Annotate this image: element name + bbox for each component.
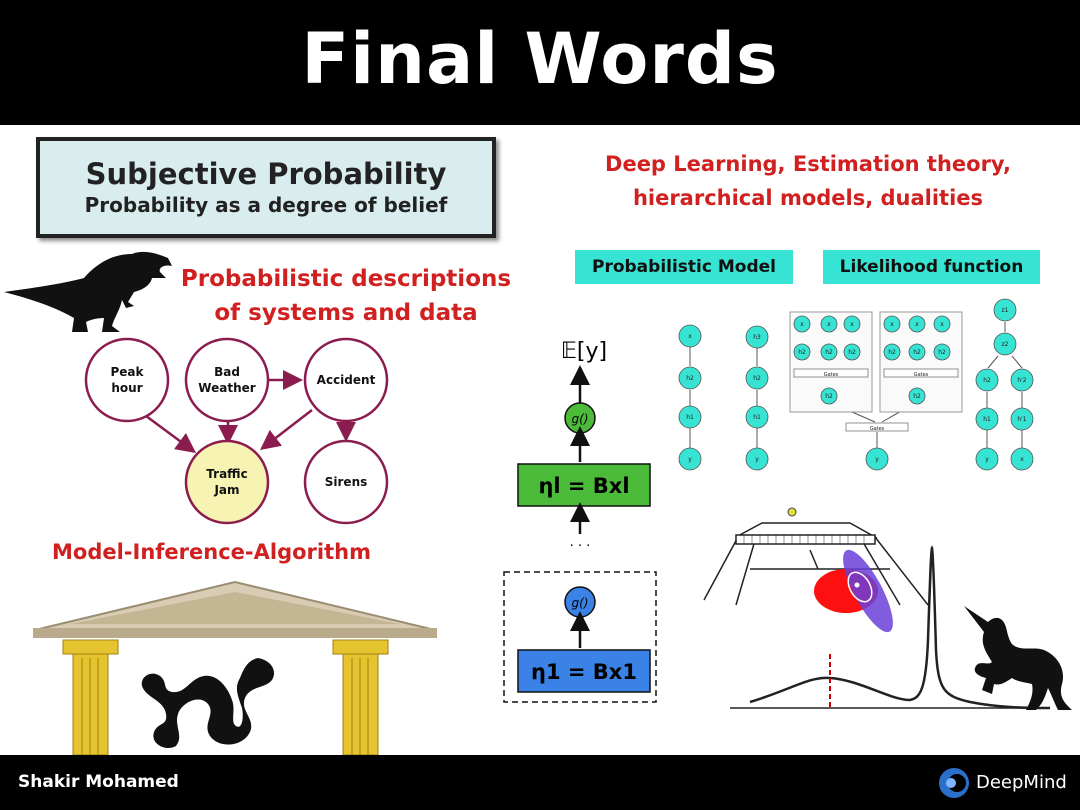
g2-h2d: h2: [913, 393, 921, 400]
g2-x3: x: [940, 321, 944, 328]
subjective-probability-title: Subjective Probability: [85, 157, 447, 191]
eta-1-label: η1 = Bx1: [531, 660, 637, 684]
bad-line1: Bad: [214, 365, 240, 379]
g1-x1: x: [800, 321, 804, 328]
c1-h1: h1: [686, 414, 694, 421]
unicorn-icon: [964, 606, 1072, 710]
g1-h2d: h2: [825, 393, 833, 400]
probabilistic-model-label: Probabilistic Model: [575, 250, 793, 284]
c1-y: y: [688, 456, 692, 463]
g1-h2a: h2: [798, 349, 806, 356]
graphical-models-diagram: Gates Gates Gates x h2 h1 y h3 h2 h1 y x…: [678, 298, 1034, 471]
subjective-probability-subtitle: Probability as a degree of belief: [84, 193, 448, 217]
c5-h2: h2: [983, 377, 991, 384]
posterior-ellipse: [847, 571, 873, 603]
neural-network-diagram: 𝔼[y] g() ηl = Bxl · · · g() η1 = Bx1: [503, 339, 657, 703]
deepmind-label: DeepMind: [976, 772, 1067, 793]
g-top-label: g(): [572, 412, 589, 426]
g2-x2: x: [915, 321, 919, 328]
c2-y: y: [755, 456, 759, 463]
gates-label-3: Gates: [870, 426, 885, 432]
g2-x1: x: [890, 321, 894, 328]
deep-line-2: hierarchical models, dualities: [632, 186, 984, 210]
accident-label: Accident: [317, 373, 376, 387]
node-accident: [303, 337, 389, 423]
g1-x2: x: [827, 321, 831, 328]
peak-line1: Peak: [110, 365, 144, 379]
c2-h2: h2: [753, 375, 761, 382]
eta-l-box: [517, 463, 651, 507]
bad-line2: Weather: [198, 381, 255, 395]
dragon-icon: [141, 658, 275, 749]
traffic-line2: Jam: [213, 483, 239, 497]
c2-h3: h3: [753, 334, 761, 341]
g1-h2c: h2: [848, 349, 856, 356]
node-peak-hour: [84, 337, 170, 423]
tennis-ball-icon: [787, 507, 797, 517]
title-bar: Final Words: [0, 0, 1080, 125]
g2-h2a: h2: [888, 349, 896, 356]
c5-y: y: [985, 456, 989, 463]
c2-h1: h1: [753, 414, 761, 421]
c1-h2: h2: [686, 375, 694, 382]
bayes-network-diagram: Peak hour Bad Weather Accident Traffic J…: [84, 337, 389, 525]
peak-line2: hour: [111, 381, 142, 395]
g2-h2b: h2: [913, 349, 921, 356]
tennis-net: [735, 534, 876, 545]
g1-x3: x: [850, 321, 854, 328]
traffic-line1: Traffic: [206, 467, 247, 481]
c5-h2p: h'2: [1017, 377, 1026, 384]
prob-desc-line-2: of systems and data: [214, 300, 478, 326]
density-curve-plot: [730, 545, 1051, 710]
deep-learning-text: Deep Learning, Estimation theory, hierar…: [578, 147, 1038, 215]
c5-x: x: [1020, 456, 1024, 463]
g1-h2b: h2: [825, 349, 833, 356]
footer-bar: Shakir Mohamed DeepMind: [0, 755, 1080, 810]
model-inference-algorithm-text: Model-Inference-Algorithm: [52, 540, 371, 564]
deepmind-logo-icon: [939, 768, 969, 798]
dinosaur-icon: [4, 251, 172, 332]
c1-x: x: [688, 333, 692, 340]
gates-y: y: [875, 456, 879, 463]
node-bad-weather: [184, 337, 270, 423]
edge-accident-traffic: [260, 409, 313, 451]
sirens-label: Sirens: [325, 475, 368, 489]
g-bottom-label: g(): [572, 596, 589, 610]
node-sirens: [303, 439, 389, 525]
eta-l-label: ηl = Bxl: [538, 474, 629, 498]
c5-h1: h1: [983, 416, 991, 423]
probabilistic-descriptions-text: Probabilistic descriptions of systems an…: [176, 262, 516, 330]
dashed-layer-box: [503, 571, 657, 703]
c5-z1: z1: [1002, 307, 1009, 314]
slide-title: Final Words: [301, 18, 779, 100]
eta-1-box: [517, 649, 651, 693]
author-name: Shakir Mohamed: [18, 772, 179, 792]
gates-label-1: Gates: [824, 372, 839, 378]
edge-peak-traffic: [141, 411, 197, 453]
likelihood-ellipse-purple: [843, 549, 893, 633]
expectation-label: 𝔼[y]: [561, 339, 607, 364]
deep-line-1: Deep Learning, Estimation theory,: [605, 152, 1011, 176]
g2-h2c: h2: [938, 349, 946, 356]
prob-desc-line-1: Probabilistic descriptions: [180, 266, 512, 292]
node-traffic-jam: [184, 439, 270, 525]
greek-temple-icon: [33, 580, 437, 755]
likelihood-function-label: Likelihood function: [823, 250, 1040, 284]
c5-h1p: h'1: [1017, 416, 1026, 423]
c5-z2: z2: [1002, 341, 1009, 348]
ellipsis-dots: · · ·: [570, 539, 591, 554]
tennis-court-illustration: [703, 507, 929, 633]
gates-label-2: Gates: [914, 372, 929, 378]
subjective-probability-box: Subjective Probability Probability as a …: [36, 137, 496, 238]
density-line: [749, 545, 1051, 710]
